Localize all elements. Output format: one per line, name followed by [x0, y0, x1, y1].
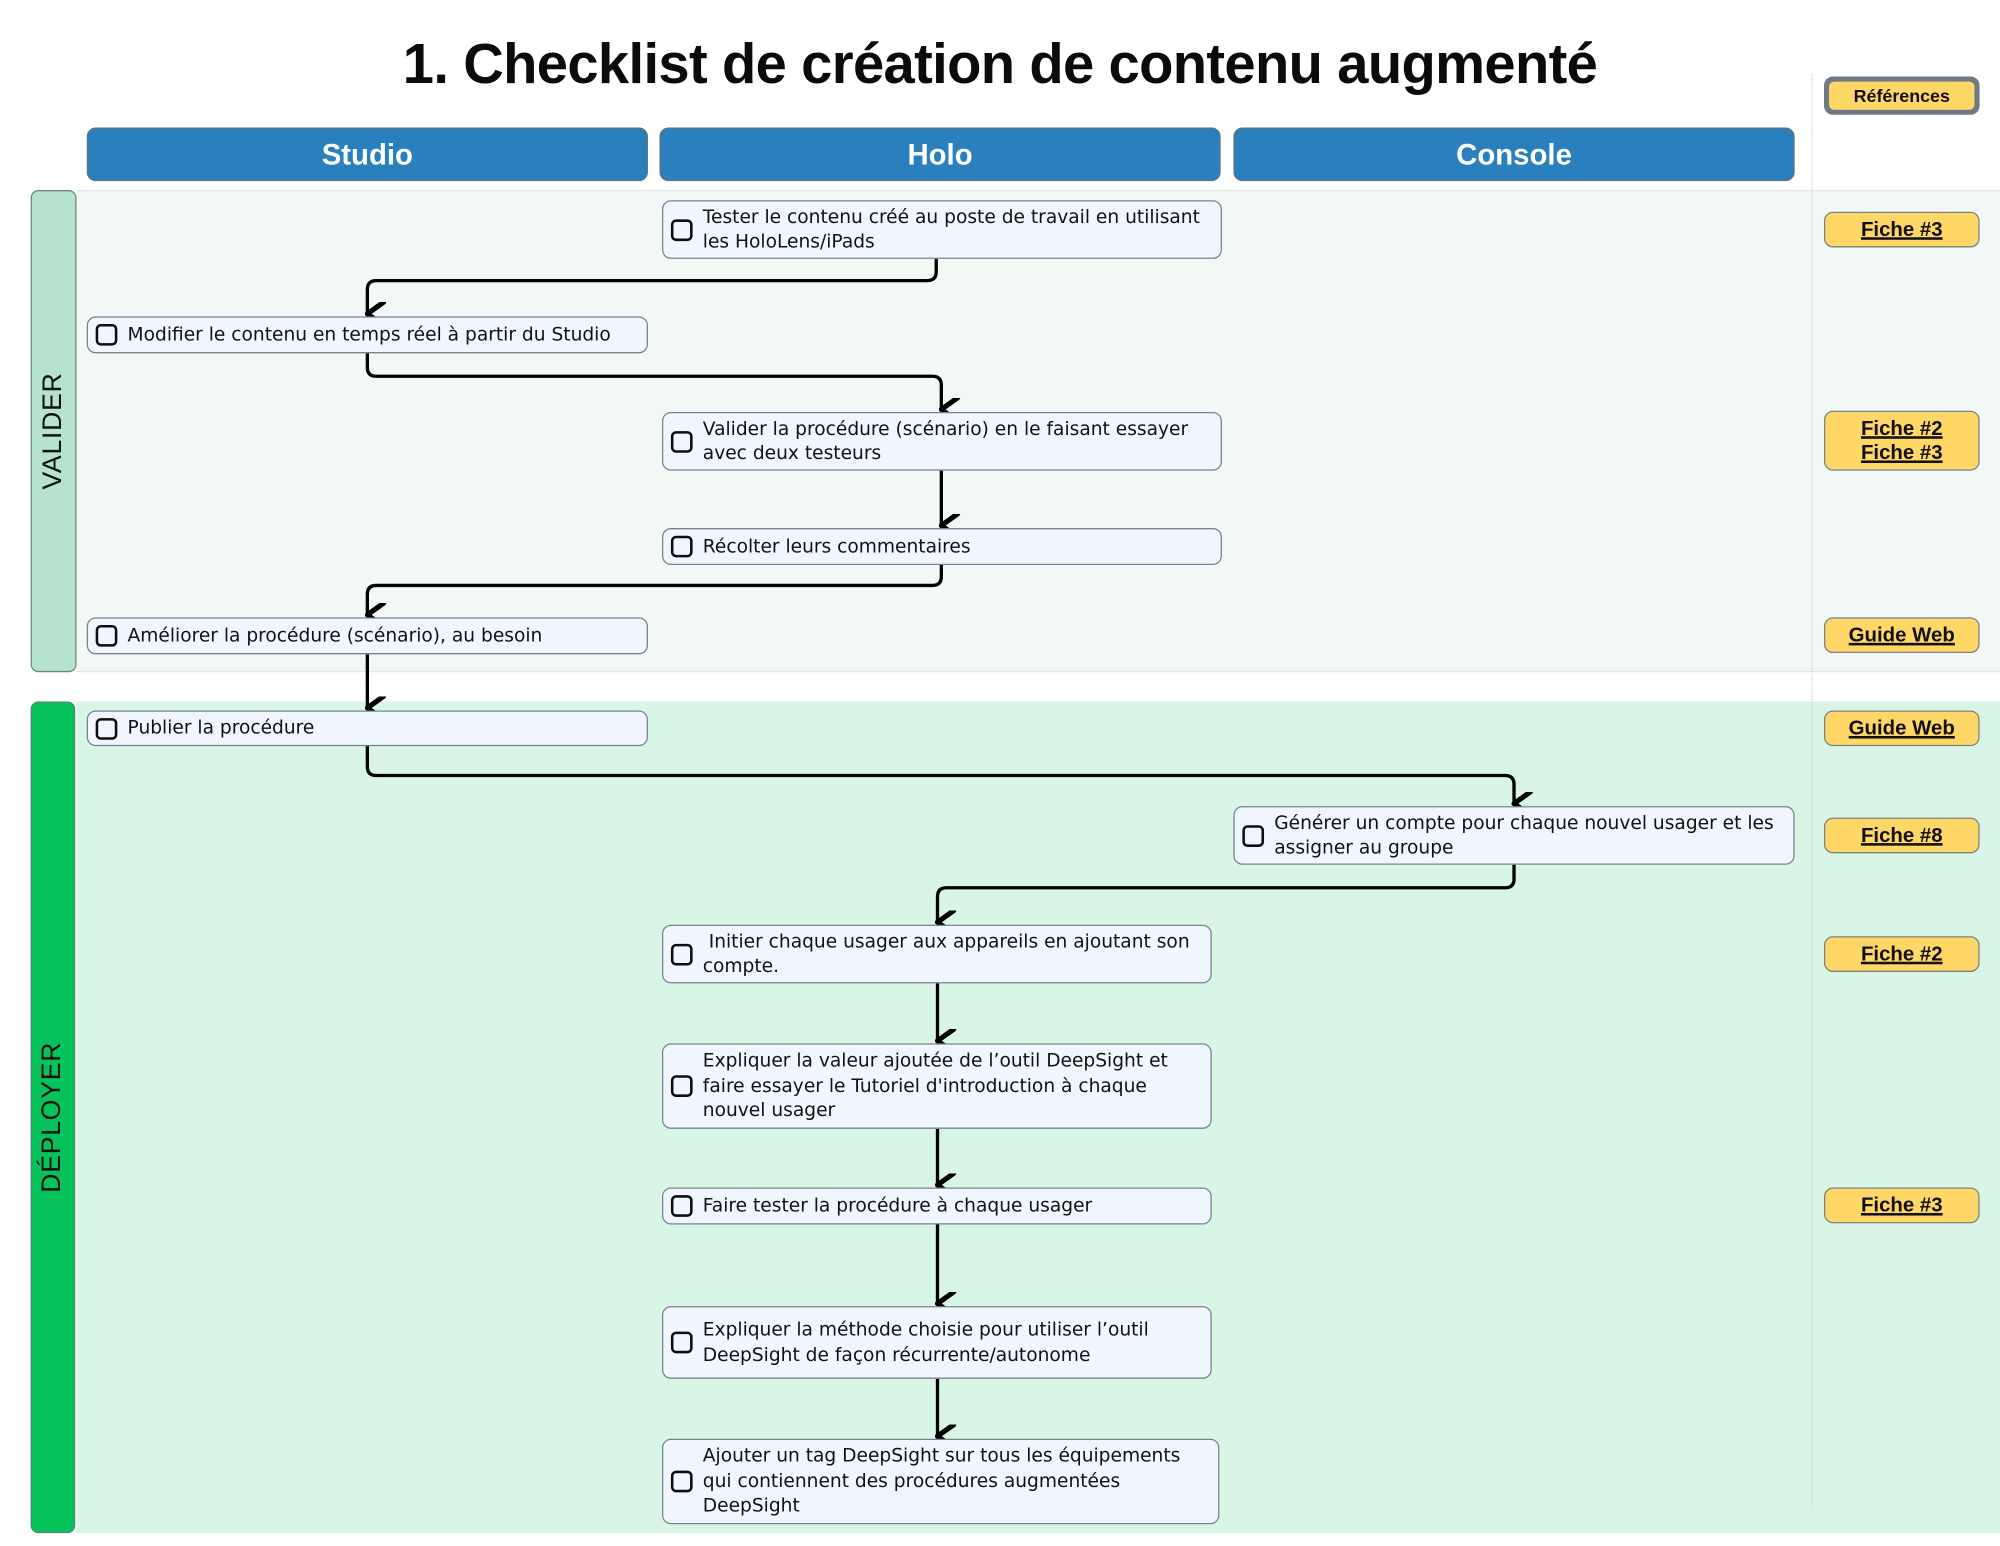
task-text: Générer un compte pour chaque nouvel usa…	[1274, 811, 1774, 859]
reference-badge: Fiche #3	[1823, 211, 1980, 248]
checkbox[interactable]	[670, 943, 693, 965]
checkbox[interactable]	[670, 1470, 693, 1493]
task-text: Publier la procédure	[127, 717, 315, 739]
reference-link[interactable]: Fiche #3	[1860, 441, 1943, 464]
task-text: Expliquer la méthode choisie pour utilis…	[702, 1318, 1149, 1366]
references-divider	[1811, 73, 1813, 1509]
reference-link[interactable]: Guide Web	[1848, 717, 1955, 740]
task-text: Ajouter un tag DeepSight sur tous les éq…	[702, 1445, 1181, 1517]
checkbox[interactable]	[670, 1195, 693, 1217]
checkbox[interactable]	[1242, 824, 1265, 847]
column-header-studio: Studio	[86, 127, 648, 182]
task-item: Améliorer la procédure (scénario), au be…	[86, 617, 648, 655]
checkbox[interactable]	[670, 535, 693, 558]
reference-link[interactable]: Fiche #2	[1860, 417, 1943, 440]
checkbox[interactable]	[95, 717, 118, 740]
column-header-holo: Holo	[659, 127, 1221, 182]
reference-badge: Fiche #2 Fiche #3	[1823, 410, 1980, 471]
references-header-label: Références	[1829, 81, 1975, 110]
reference-badge: Fiche #8	[1823, 817, 1980, 854]
task-item: Générer un compte pour chaque nouvel usa…	[1233, 806, 1795, 865]
checkbox[interactable]	[95, 624, 118, 647]
task-text: Faire tester la procédure à chaque usage…	[702, 1194, 1093, 1217]
checkbox[interactable]	[670, 1075, 693, 1097]
task-item: Valider la procédure (scénario) en le fa…	[661, 411, 1222, 471]
column-header-console: Console	[1233, 127, 1795, 182]
task-item: Récolter leurs commentaires	[661, 528, 1222, 566]
reference-link[interactable]: Fiche #3	[1860, 1194, 1943, 1217]
references-header: Références	[1823, 76, 1980, 115]
task-item: Expliquer la valeur ajoutée de l’outil D…	[661, 1043, 1212, 1129]
section-label-deployer: DÉPLOYER	[30, 701, 76, 1534]
task-text: Modifier le contenu en temps réel à part…	[127, 323, 611, 346]
reference-badge: Fiche #2	[1823, 936, 1980, 972]
section-label-valider-text: VALIDER	[38, 372, 68, 490]
page-title: 1. Checklist de création de contenu augm…	[402, 33, 1598, 96]
reference-badge: Guide Web	[1823, 617, 1980, 654]
task-item: Expliquer la méthode choisie pour utilis…	[661, 1306, 1212, 1379]
task-text: Valider la procédure (scénario) en le fa…	[702, 417, 1189, 465]
task-item: Ajouter un tag DeepSight sur tous les éq…	[661, 1438, 1220, 1525]
task-item: Initier chaque usager aux appareils en a…	[661, 924, 1212, 984]
checkbox[interactable]	[670, 218, 693, 241]
section-label-deployer-text: DÉPLOYER	[37, 1041, 67, 1193]
checkbox[interactable]	[670, 1331, 693, 1354]
task-text: Expliquer la valeur ajoutée de l’outil D…	[702, 1050, 1168, 1122]
task-text: Initier chaque usager aux appareils en a…	[702, 930, 1196, 978]
reference-link[interactable]: Fiche #3	[1860, 218, 1943, 241]
checkbox[interactable]	[95, 323, 118, 346]
task-item: Faire tester la procédure à chaque usage…	[661, 1187, 1212, 1225]
checkbox[interactable]	[670, 430, 693, 453]
reference-link[interactable]: Guide Web	[1848, 624, 1955, 647]
reference-badge: Fiche #3	[1823, 1187, 1980, 1224]
task-text: Améliorer la procédure (scénario), au be…	[127, 624, 543, 647]
reference-link[interactable]: Fiche #8	[1860, 824, 1943, 847]
task-text: Récolter leurs commentaires	[702, 535, 971, 558]
task-item: Publier la procédure	[86, 710, 648, 747]
task-item: Tester le contenu créé au poste de trava…	[661, 200, 1222, 259]
task-item: Modifier le contenu en temps réel à part…	[86, 316, 648, 354]
section-label-valider: VALIDER	[30, 190, 77, 673]
reference-badge: Guide Web	[1823, 710, 1980, 747]
task-text: Tester le contenu créé au poste de trava…	[702, 205, 1200, 253]
reference-link[interactable]: Fiche #2	[1860, 943, 1943, 965]
